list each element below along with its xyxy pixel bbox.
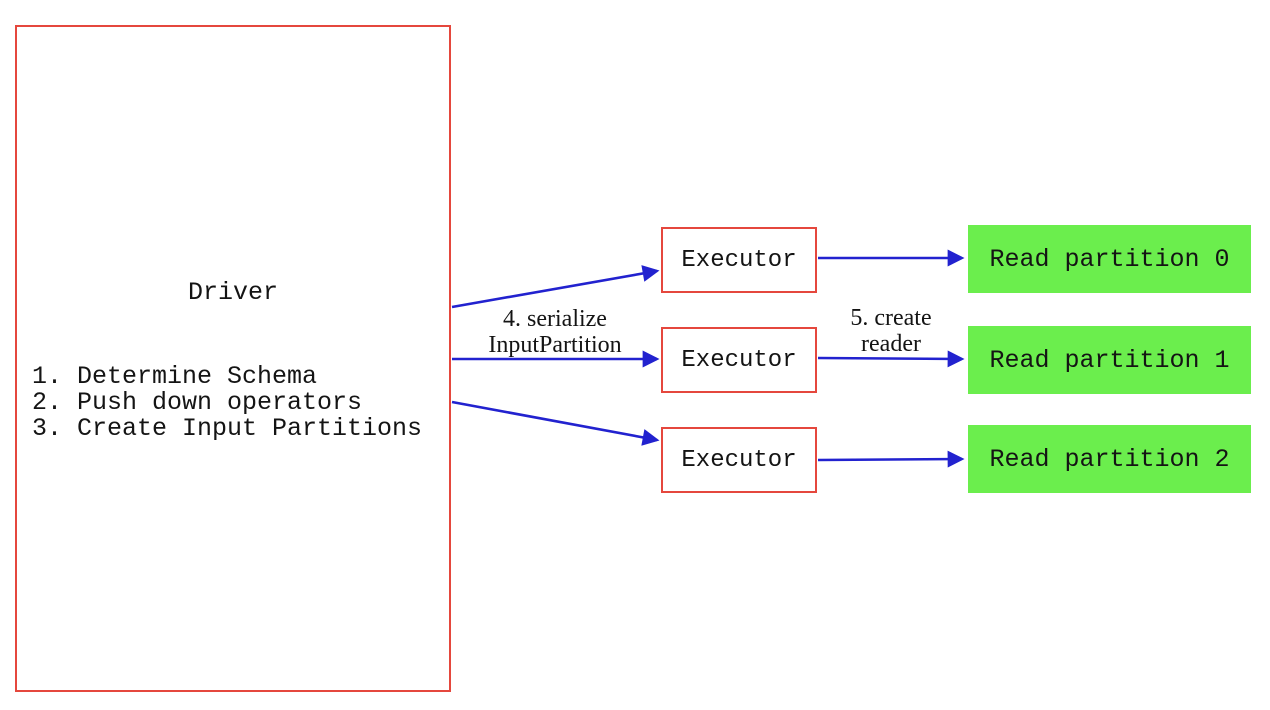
read-partition-label: Read partition 1	[989, 345, 1230, 375]
read-partition-box-2: Read partition 2	[968, 425, 1251, 493]
executor-label: Executor	[681, 246, 797, 274]
driver-box: Driver 1. Determine Schema 2. Push down …	[15, 25, 451, 692]
driver-step: 3. Create Input Partitions	[32, 414, 423, 443]
read-partition-box-1: Read partition 1	[968, 326, 1251, 394]
edge-label-line: 4. serialize	[503, 306, 607, 332]
executor-label: Executor	[681, 446, 797, 474]
edge-label-line: reader	[861, 331, 921, 357]
driver-step: 1. Determine Schema	[32, 362, 318, 391]
executor-box-0: Executor	[661, 227, 817, 293]
read-partition-label: Read partition 2	[989, 444, 1230, 474]
edge-label-line: InputPartition	[488, 332, 622, 358]
executor-label: Executor	[681, 346, 797, 374]
read-partition-label: Read partition 0	[989, 244, 1230, 274]
read-partition-box-0: Read partition 0	[968, 225, 1251, 293]
edge-label-line: 5. create	[850, 305, 932, 331]
arrow-driver-to-executor-2	[451, 400, 660, 446]
driver-step: 2. Push down operators	[32, 388, 363, 417]
executor-box-1: Executor	[661, 327, 817, 393]
arrow-executor-2-to-partition-2	[817, 450, 965, 468]
arrow-driver-to-executor-0	[451, 265, 660, 309]
executor-box-2: Executor	[661, 427, 817, 493]
driver-steps: 1. Determine Schema 2. Push down operato…	[32, 364, 422, 442]
driver-title: Driver	[187, 278, 278, 307]
edge-label-serialize-inputpartition: 4. serialize InputPartition	[455, 306, 655, 358]
edge-label-create-reader: 5. create reader	[791, 305, 991, 357]
arrow-executor-1-to-partition-1	[817, 350, 965, 368]
